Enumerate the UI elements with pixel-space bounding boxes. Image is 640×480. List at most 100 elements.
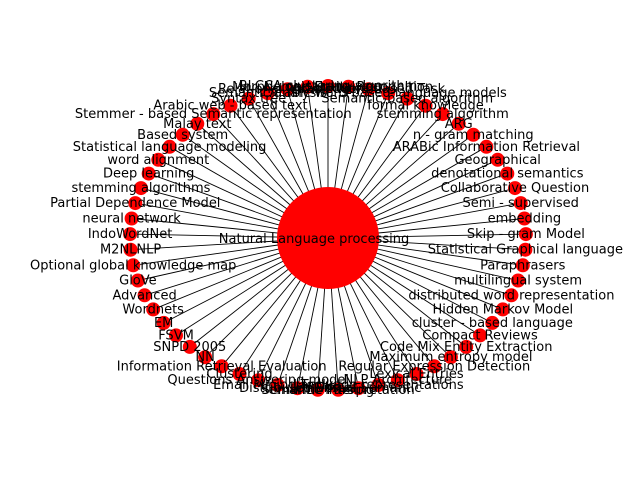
graph-node[interactable]	[310, 382, 325, 397]
graph-node-label: Named Entity Recognition	[264, 80, 433, 95]
graph-node-label: GloVe	[119, 274, 157, 289]
graph-node[interactable]	[146, 302, 161, 317]
graph-node[interactable]	[351, 381, 366, 396]
graph-node[interactable]	[435, 107, 450, 122]
graph-node-label: Malay text	[163, 117, 231, 132]
graph-node-label: stemming algorithm	[377, 107, 509, 122]
graph-node[interactable]	[513, 196, 528, 211]
graph-node-label: neural network	[82, 212, 181, 227]
graph-node[interactable]	[128, 196, 143, 211]
graph-node[interactable]	[260, 86, 275, 101]
graph-node-label: Semantic-based algorithm	[321, 92, 493, 107]
graph-node[interactable]	[321, 79, 335, 93]
graph-node[interactable]	[515, 258, 530, 273]
graph-node[interactable]	[518, 242, 533, 257]
hub-node-label: Natural Language processing	[219, 232, 409, 247]
graph-node[interactable]	[361, 82, 376, 97]
graph-node[interactable]	[290, 381, 305, 396]
graph-node[interactable]	[459, 339, 474, 354]
graph-node[interactable]	[141, 166, 156, 181]
graph-node[interactable]	[479, 139, 494, 154]
graph-node-label: Lexical Entries	[369, 367, 463, 382]
graph-node-label: Syntax tree	[211, 92, 286, 107]
graph-node[interactable]	[190, 116, 205, 131]
graph-node-label: Statistical Graphical language	[428, 243, 623, 258]
graph-node-label: Morphological analyzer	[232, 80, 384, 95]
graph-node[interactable]	[232, 367, 247, 381]
graph-node-label: Semantic analysis	[209, 86, 327, 101]
graph-leaf-nodes	[123, 79, 533, 397]
graph-node-label: Maximum entropy model	[369, 350, 532, 365]
graph-node-label: NLP Architecture	[344, 373, 453, 388]
graph-node[interactable]	[490, 152, 505, 167]
graph-node[interactable]	[518, 227, 533, 242]
graph-node[interactable]	[251, 373, 266, 388]
graph-node[interactable]	[511, 273, 526, 288]
graph-node-label: Skip - gram Model	[467, 227, 585, 242]
graph-node[interactable]	[241, 91, 256, 106]
graph-node-label: IndoWordNet	[88, 227, 173, 242]
graph-node[interactable]	[206, 107, 221, 122]
graph-node[interactable]	[214, 359, 229, 374]
graph-node[interactable]	[123, 242, 138, 257]
graph-node-label: Information Retrieval Evaluation	[117, 359, 327, 374]
graph-node[interactable]	[270, 378, 285, 392]
graph-node-label: Collaborative Question	[441, 181, 589, 196]
graph-node[interactable]	[123, 227, 138, 242]
graph-node-label: Paraphrasers	[480, 258, 565, 273]
graph-node[interactable]	[381, 86, 396, 101]
graph-node-label: Geographical	[454, 153, 540, 168]
graph-node[interactable]	[409, 367, 424, 381]
graph-node-label: Partial Dependence Model	[50, 196, 220, 211]
graph-node[interactable]	[162, 139, 177, 154]
graph-node-label: Compact Reviews	[422, 328, 538, 343]
graph-node[interactable]	[280, 82, 295, 97]
graph-node-label: Arabic word-based Task	[292, 82, 446, 97]
graph-node[interactable]	[371, 378, 386, 392]
graph-node-label: ARG	[445, 117, 473, 132]
hub-node[interactable]	[277, 187, 379, 289]
graph-node[interactable]	[175, 127, 190, 142]
graph-node[interactable]	[151, 152, 166, 167]
graph-node[interactable]	[495, 302, 510, 317]
graph-node[interactable]	[130, 273, 145, 288]
graph-node[interactable]	[134, 181, 148, 196]
graph-node[interactable]	[126, 258, 141, 273]
graph-node-label: Stemmer - based Semantic representation	[75, 107, 352, 122]
graph-node-label: BLCCA clustering algorithm	[239, 79, 418, 94]
graph-node[interactable]	[418, 98, 433, 113]
graph-node[interactable]	[182, 339, 197, 354]
graph-node[interactable]	[198, 350, 213, 365]
graph-node-label: Advanced	[112, 288, 176, 303]
graph-node-label: Arabic word-based language models	[270, 86, 508, 101]
graph-node-label: embedding	[488, 212, 562, 227]
graph-node[interactable]	[331, 382, 346, 397]
graph-node[interactable]	[223, 98, 238, 113]
graph-node[interactable]	[517, 211, 532, 226]
graph-node[interactable]	[473, 328, 487, 343]
graph-node[interactable]	[466, 127, 481, 142]
graph-node[interactable]	[508, 181, 522, 196]
graph-node[interactable]	[169, 328, 183, 343]
graph-node[interactable]	[443, 350, 458, 365]
graph-node-label: Distributed Ensuri	[239, 381, 356, 396]
graph-node[interactable]	[504, 288, 519, 303]
graph-node[interactable]	[300, 79, 315, 94]
graph-node[interactable]	[500, 166, 515, 181]
graph-node[interactable]	[124, 211, 139, 226]
graph-node[interactable]	[451, 116, 466, 131]
graph-node-label: Optional global knowledge map	[30, 258, 236, 273]
graph-node[interactable]	[485, 315, 500, 330]
graph-node-label: ARABic Information Retrieval	[393, 140, 580, 155]
graph-node[interactable]	[400, 91, 415, 106]
graph-node-label: cluster - based language	[412, 316, 573, 331]
graph-node[interactable]	[390, 373, 405, 388]
graph-node-label: FSVM	[158, 328, 194, 343]
graph-node[interactable]	[341, 79, 356, 94]
graph-node-label: SNPD 2005	[153, 340, 226, 355]
graph-node[interactable]	[137, 288, 152, 303]
graph-node[interactable]	[156, 315, 171, 330]
graph-node[interactable]	[427, 359, 442, 374]
